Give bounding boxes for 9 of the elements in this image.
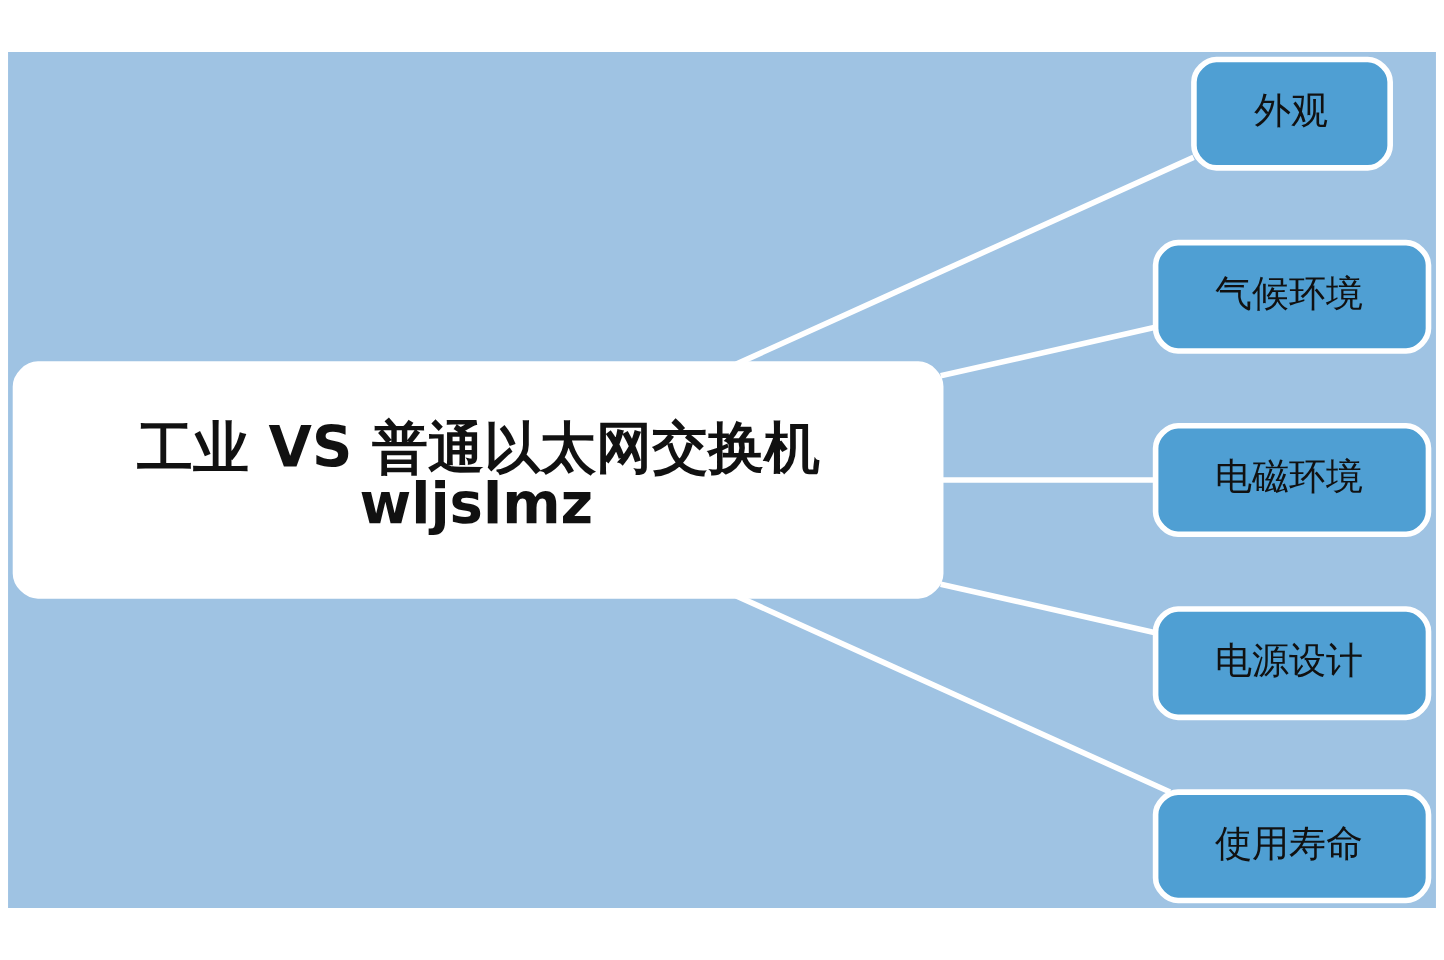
node-box: 气候环境 (1152, 239, 1432, 354)
connector (940, 477, 1156, 483)
node-box: 工业 VS 普通以太网交换机 wljslmz (12, 361, 944, 599)
node-box: 电源设计 (1152, 606, 1432, 721)
connector (940, 324, 1156, 379)
node-box: 外观 (1191, 56, 1393, 171)
connector (940, 581, 1156, 636)
node-box: 使用寿命 (1152, 789, 1432, 904)
node-box: 电磁环境 (1152, 423, 1432, 537)
